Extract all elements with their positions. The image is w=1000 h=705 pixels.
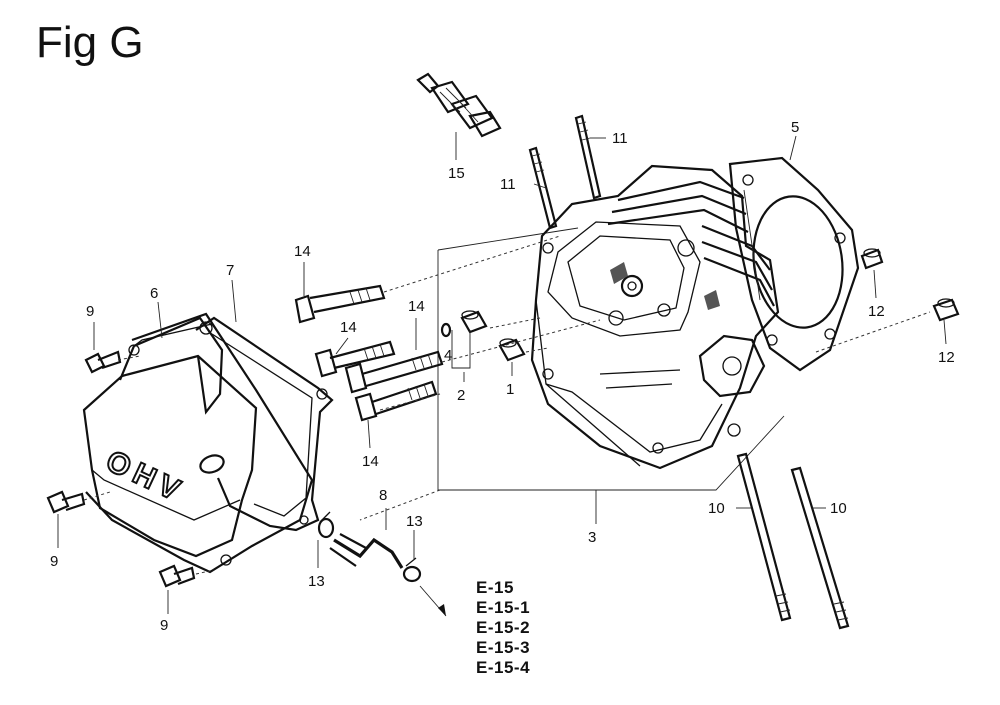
bolts-14 [294,284,444,422]
head-gasket [728,156,860,372]
studs-10 [736,452,850,630]
reference-e-15-4: E-15-4 [476,658,531,677]
callout-11-right: 11 [612,130,628,147]
callout-13-right: 13 [406,513,423,530]
dowel-pins [860,248,960,322]
callout-2: 2 [457,387,465,404]
cylinder-head [437,164,785,491]
callout-14-top: 14 [294,243,311,260]
reference-e-15-2: E-15-2 [476,618,531,637]
ohv-marking: OHV [101,444,190,509]
bolts-9 [46,350,196,588]
reference-e-15: E-15 [476,578,514,597]
callout-9-bottom: 9 [160,617,168,634]
callout-14-bottom: 14 [362,453,379,470]
reference-e-15-3: E-15-3 [476,638,531,657]
callout-9-top: 9 [86,303,94,320]
callout-numbers: 15 11 11 5 12 12 14 14 14 14 4 2 1 9 9 9… [50,119,955,634]
spark-plug [416,72,502,138]
callout-12-right: 12 [938,349,955,366]
callout-5: 5 [791,119,799,136]
reference-e-15-1: E-15-1 [476,598,531,617]
valve-cover-gasket [195,316,334,532]
callout-3: 3 [588,529,596,546]
callout-10-right: 10 [830,500,847,517]
studs-11 [528,114,602,230]
leader-lines [57,132,947,617]
callout-12-top: 12 [868,303,885,320]
figure-title: Fig G [36,18,144,67]
callout-1: 1 [506,381,514,398]
callout-4: 4 [444,347,452,364]
reference-list: E-15 E-15-1 E-15-2 E-15-3 E-15-4 [476,578,530,678]
callout-8: 8 [379,487,387,504]
callout-14-mid-right: 14 [408,298,425,315]
callout-6: 6 [150,285,158,302]
callout-15: 15 [448,165,465,182]
callout-13-left: 13 [308,573,325,590]
callout-11-left: 11 [500,176,516,193]
callout-10-left: 10 [708,500,725,517]
callout-14-mid-left: 14 [340,319,357,336]
breather-tube [317,511,422,583]
pins-and-clips [440,310,526,362]
callout-9-left: 9 [50,553,58,570]
callout-7: 7 [226,262,234,279]
